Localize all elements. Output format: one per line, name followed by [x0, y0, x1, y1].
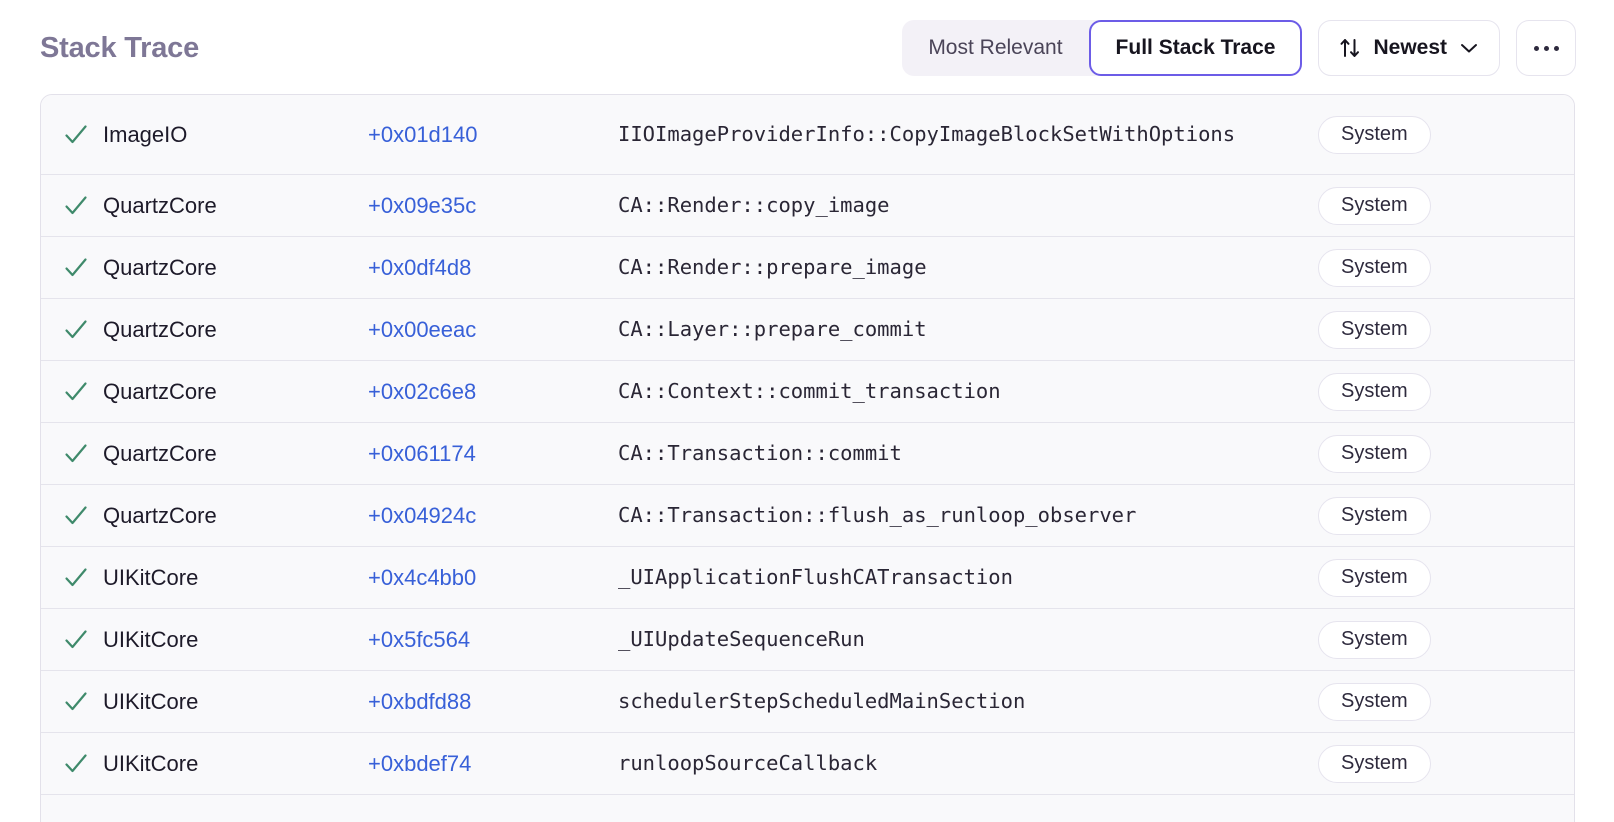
status-badge: System [1318, 434, 1431, 473]
status-badge: System [1318, 496, 1431, 535]
row-badge-cell: System [1318, 744, 1468, 783]
row-offset-link[interactable]: +0x4c4bb0 [368, 564, 477, 590]
row-function-name: CA::Transaction::flush_as_runloop_observ… [618, 503, 1137, 528]
tab-full-stack-trace[interactable]: Full Stack Trace [1088, 20, 1303, 76]
row-module-name: UIKitCore [103, 564, 199, 590]
stack-trace-mode-segmented-control[interactable]: Most Relevant Full Stack Trace [902, 20, 1303, 76]
table-row[interactable]: QuartzCore +0x00eeac CA::Layer::prepare_co… [41, 299, 1574, 361]
row-function-name: CA::Context::commit_transaction [618, 379, 1001, 404]
row-badge-cell: System [1318, 558, 1468, 597]
row-function-name: CA::Transaction::commit [618, 441, 902, 466]
check-icon [41, 193, 103, 219]
status-badge: System [1318, 310, 1431, 349]
row-badge-cell: System [1318, 682, 1468, 721]
row-function-name: IIOImageProviderInfo::CopyImageBlockSetW… [618, 122, 1236, 147]
sort-button[interactable]: Newest [1318, 20, 1500, 76]
status-badge: System [1318, 115, 1431, 154]
status-badge: System [1318, 620, 1431, 659]
more-options-button[interactable] [1516, 20, 1576, 76]
check-icon [41, 255, 103, 281]
sort-arrows-icon [1339, 36, 1361, 60]
row-function-name: CA::Layer::prepare_commit [618, 317, 927, 342]
table-row[interactable]: QuartzCore +0x09e35c CA::Render::copy_imag… [41, 175, 1574, 237]
row-offset-link[interactable]: +0xbdef74 [368, 750, 472, 776]
row-badge-cell: System [1318, 186, 1468, 225]
status-badge: System [1318, 186, 1431, 225]
status-badge: System [1318, 682, 1431, 721]
check-icon [41, 441, 103, 467]
table-row[interactable]: QuartzCore +0x0df4d8 CA::Render::prepare_i… [41, 237, 1574, 299]
row-offset-link[interactable]: +0x02c6e8 [368, 378, 477, 404]
table-row[interactable]: UIKitCore +0x4c4bb0 _UIApplicationFlushCAT… [41, 547, 1574, 609]
check-icon [41, 751, 103, 777]
status-badge: System [1318, 558, 1431, 597]
row-module-name: QuartzCore [103, 502, 217, 528]
page-title: Stack Trace [40, 31, 200, 64]
check-icon [41, 379, 103, 405]
row-badge-cell: System [1318, 115, 1468, 154]
row-badge-cell: System [1318, 496, 1468, 535]
row-module-name: QuartzCore [103, 316, 217, 342]
table-row[interactable]: UIKitCore +0xbdef74 runloopSourceCallback S… [41, 733, 1574, 795]
row-function-name: _UIApplicationFlushCATransaction [618, 565, 1013, 590]
row-badge-cell: System [1318, 434, 1468, 473]
status-badge: System [1318, 744, 1431, 783]
row-offset-link[interactable]: +0xbdfd88 [368, 688, 472, 714]
table-row[interactable]: ImageIO +0x01d140 IIOImageProviderInfo::Co… [41, 95, 1574, 175]
row-offset-link[interactable]: +0x5fc564 [368, 626, 471, 652]
check-icon [41, 689, 103, 715]
row-module-name: UIKitCore [103, 688, 199, 714]
row-function-name: CA::Render::copy_image [618, 193, 890, 218]
row-badge-cell: System [1318, 372, 1468, 411]
status-badge: System [1318, 248, 1431, 287]
row-function-name: runloopSourceCallback [618, 751, 878, 776]
row-module-name: QuartzCore [103, 254, 217, 280]
check-icon [41, 627, 103, 653]
row-module-name: UIKitCore [103, 626, 199, 652]
row-offset-link[interactable]: +0x061174 [368, 440, 476, 466]
row-badge-cell: System [1318, 248, 1468, 287]
row-badge-cell: System [1318, 620, 1468, 659]
sort-button-label: Newest [1373, 36, 1447, 59]
check-icon [41, 317, 103, 343]
panel-header: Stack Trace Most Relevant Full Stack Tra… [0, 0, 1614, 96]
chevron-down-icon [1459, 41, 1479, 55]
ellipsis-icon-dot3 [1553, 45, 1559, 51]
row-module-name: QuartzCore [103, 192, 217, 218]
ellipsis-icon [1533, 45, 1539, 51]
table-row[interactable]: QuartzCore +0x02c6e8 CA::Context::commit_t… [41, 361, 1574, 423]
row-badge-cell: System [1318, 310, 1468, 349]
check-icon [41, 565, 103, 591]
row-function-name: schedulerStepScheduledMainSection [618, 689, 1026, 714]
header-controls: Most Relevant Full Stack Trace Newest [902, 20, 1576, 76]
row-offset-link[interactable]: +0x01d140 [368, 121, 478, 147]
row-function-name: _UIUpdateSequenceRun [618, 627, 865, 652]
check-icon [41, 503, 103, 529]
stack-trace-table[interactable]: ImageIO +0x01d140 IIOImageProviderInfo::Co… [40, 94, 1575, 822]
row-offset-link[interactable]: +0x04924c [368, 502, 477, 528]
tab-most-relevant[interactable]: Most Relevant [902, 20, 1088, 76]
ellipsis-icon-dot2 [1543, 45, 1549, 51]
table-row[interactable]: UIKitCore +0x5fc564 _UIUpdateSequenceRun Sy… [41, 609, 1574, 671]
row-module-name: ImageIO [103, 121, 188, 147]
row-module-name: UIKitCore [103, 750, 199, 776]
row-function-name: CA::Render::prepare_image [618, 255, 927, 280]
row-module-name: QuartzCore [103, 440, 217, 466]
status-badge: System [1318, 372, 1431, 411]
row-module-name: QuartzCore [103, 378, 217, 404]
row-offset-link[interactable]: +0x0df4d8 [368, 254, 472, 280]
table-row[interactable]: UIKitCore +0xbdfd88 schedulerStepScheduled… [41, 671, 1574, 733]
table-row[interactable]: QuartzCore +0x04924c CA::Transaction::flus… [41, 485, 1574, 547]
check-icon [41, 122, 103, 148]
row-offset-link[interactable]: +0x00eeac [368, 316, 477, 342]
row-offset-link[interactable]: +0x09e35c [368, 192, 477, 218]
table-row[interactable]: QuartzCore +0x061174 CA::Transaction::comm… [41, 423, 1574, 485]
